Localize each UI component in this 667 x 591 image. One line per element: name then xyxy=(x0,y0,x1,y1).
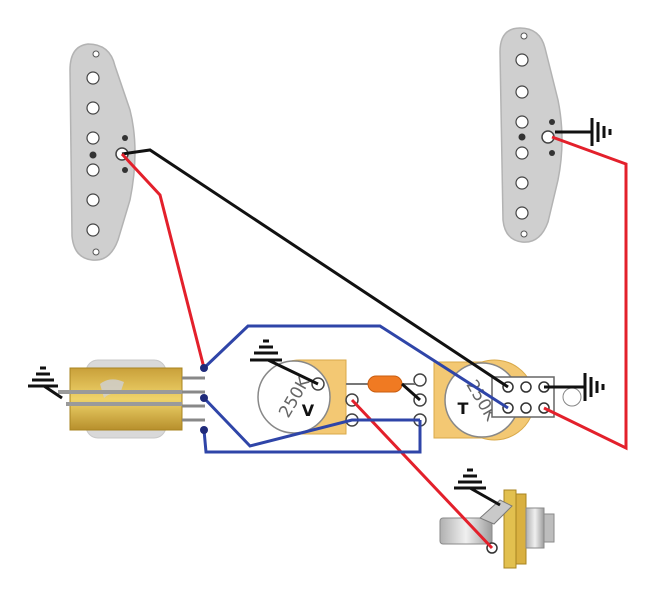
wire-black-jack-ground xyxy=(469,486,501,507)
jack-nut xyxy=(525,507,545,549)
left-pickup-body xyxy=(69,43,136,261)
ground-symbol-icon xyxy=(454,468,486,490)
jack-tip-spring xyxy=(479,499,513,525)
jack-sleeve xyxy=(439,517,493,545)
wire-blue-switch-to-terminal xyxy=(202,324,509,410)
right-pickup-poles xyxy=(515,53,529,220)
terminal-lug xyxy=(520,381,532,393)
wire-black-left-pickup-ground xyxy=(121,148,509,389)
wire-red-right-pickup-hot xyxy=(543,135,628,451)
volume-pot-letter: V xyxy=(302,401,315,420)
tone-pot-lug xyxy=(413,373,427,387)
solder-joints xyxy=(200,364,208,434)
volume-pot-body xyxy=(257,360,331,434)
output-jack xyxy=(439,489,555,569)
tone-capacitor xyxy=(346,375,415,393)
right-pickup-rivet xyxy=(549,119,555,125)
right-pickup-body xyxy=(499,27,563,243)
wire-red-volume-to-jack xyxy=(350,398,494,550)
wire-red-left-pickup-hot xyxy=(120,152,206,369)
ground-symbol-icon xyxy=(583,373,605,401)
left-pickup-mount-hole xyxy=(92,50,100,58)
wire-black-volume-lug xyxy=(267,358,319,386)
capacitor-body xyxy=(367,375,403,393)
tone-pot-letter: T xyxy=(458,399,469,418)
terminal-lug xyxy=(520,402,532,414)
left-pickup-rivet xyxy=(122,135,128,141)
switch-body xyxy=(69,367,183,431)
wire-black-capacitor-to-tone xyxy=(401,382,421,402)
terminal-block xyxy=(491,376,582,418)
left-pickup-rivet xyxy=(122,167,128,173)
left-pickup xyxy=(69,43,136,261)
left-pickup-poles xyxy=(86,71,100,237)
jack-washer xyxy=(515,493,527,565)
right-pickup xyxy=(499,27,563,243)
right-pickup-mount-hole xyxy=(520,32,528,40)
wire-black-switch-ground xyxy=(43,384,63,400)
jack-washer xyxy=(503,489,517,569)
left-pickup-rivet xyxy=(89,151,97,159)
left-pickup-mount-hole xyxy=(92,248,100,256)
right-pickup-mount-hole xyxy=(520,230,528,238)
wire-blue-switch-to-tone xyxy=(202,420,422,454)
wire-blue-switch-to-volume xyxy=(202,396,420,448)
jack-thread xyxy=(543,513,555,543)
right-pickup-rivet xyxy=(549,150,555,156)
right-pickup-rivet xyxy=(518,133,526,141)
selector-switch xyxy=(58,359,205,439)
terminal-mount-hole xyxy=(562,387,582,407)
ground-symbol-icon xyxy=(250,339,282,362)
ground-symbol-icon xyxy=(28,366,58,388)
ground-symbol-icon xyxy=(590,118,612,146)
